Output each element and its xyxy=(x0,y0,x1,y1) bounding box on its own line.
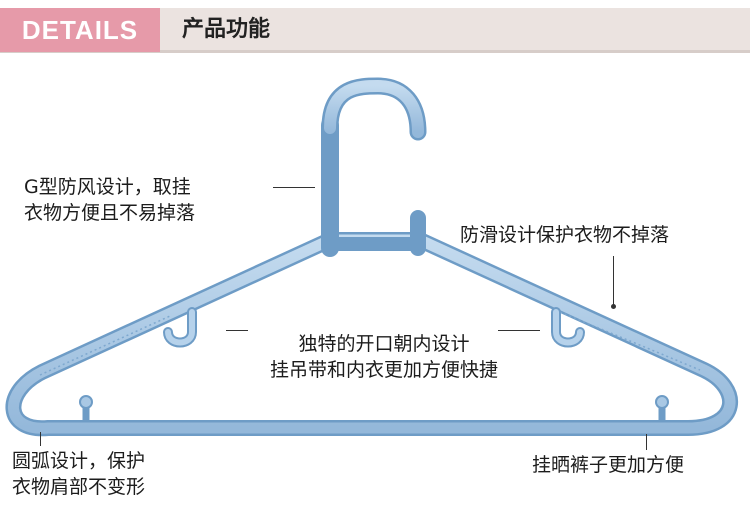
anti-slip-leader-dot xyxy=(611,304,616,309)
open-hooks-leader-left xyxy=(226,330,248,331)
feature-open-hooks: 独特的开口朝内设计 挂吊带和内衣更加方便快捷 xyxy=(224,331,544,383)
section-title: 产品功能 xyxy=(182,17,271,42)
feature-hook-line2: 衣物方便且不易掉落 xyxy=(24,202,196,224)
feature-hook: G型防风设计，取挂 衣物方便且不易掉落 xyxy=(24,174,195,226)
feature-anti-slip: 防滑设计保护衣物不掉落 xyxy=(460,222,669,248)
right-peg xyxy=(655,395,669,420)
rounded-ends-leader-line xyxy=(40,432,41,446)
feature-rounded-ends: 圆弧设计，保护 衣物肩部不变形 xyxy=(12,448,145,500)
feature-rounded-ends-line1: 圆弧设计，保护 xyxy=(12,450,146,472)
anti-slip-leader-line xyxy=(613,256,614,306)
feature-pants-bar: 挂晒裤子更加方便 xyxy=(532,452,684,478)
hook-leader-line xyxy=(273,187,315,188)
feature-rounded-ends-line2: 衣物肩部不变形 xyxy=(12,476,146,498)
feature-pants-bar-line1: 挂晒裤子更加方便 xyxy=(532,454,685,476)
anti-slip-texture xyxy=(559,311,701,371)
feature-open-hooks-line1: 独特的开口朝内设计 xyxy=(298,333,470,355)
feature-hook-line1: G型防风设计，取挂 xyxy=(24,176,191,198)
open-hooks-leader-right xyxy=(498,330,540,331)
pants-bar-leader-line xyxy=(646,434,647,450)
details-tab: DETAILS xyxy=(0,8,160,52)
feature-anti-slip-line1: 防滑设计保护衣物不掉落 xyxy=(460,224,670,246)
feature-open-hooks-line2: 挂吊带和内衣更加方便快捷 xyxy=(269,359,498,381)
left-peg xyxy=(79,395,93,420)
header-divider xyxy=(0,50,750,53)
